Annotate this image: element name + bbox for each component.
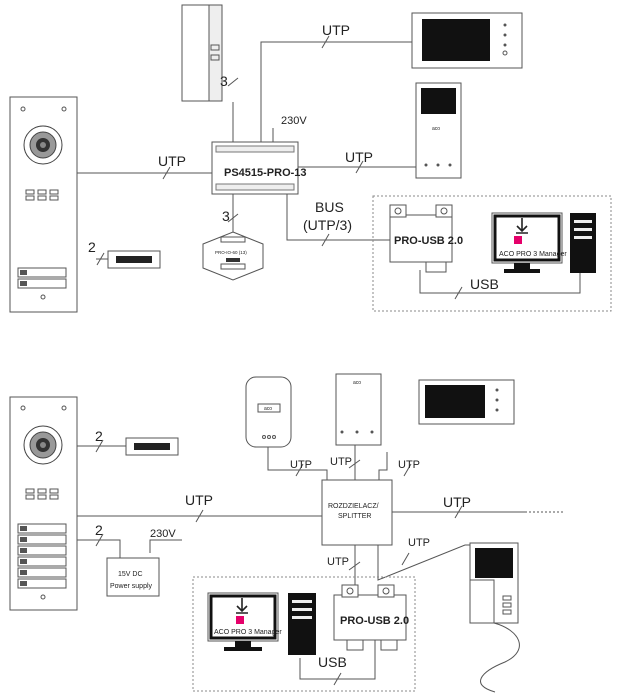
bottom-usb-label: USB bbox=[318, 654, 347, 670]
top-pro-usb bbox=[389, 204, 453, 273]
bottom-computer bbox=[207, 592, 316, 655]
top-wires bbox=[77, 35, 612, 312]
bottom-utp-hub-label: UTP bbox=[290, 459, 312, 471]
top-outdoor-panel bbox=[9, 96, 78, 313]
bottom-video-monitor bbox=[418, 379, 515, 425]
top-relay-label: PRO-IO-60 (13) bbox=[215, 250, 247, 255]
bottom-hub-brand: aco bbox=[264, 406, 272, 412]
top-indoor-brand: aco bbox=[432, 126, 440, 132]
bottom-utp-panel-label: UTP bbox=[185, 492, 213, 508]
top-utp-monitor-label: UTP bbox=[322, 22, 350, 38]
bottom-power-supply bbox=[106, 557, 160, 597]
top-computer bbox=[491, 212, 596, 273]
bottom-indoor-brand: aco bbox=[353, 380, 361, 386]
top-usb-label: USB bbox=[470, 276, 499, 292]
top-bus-type-label: (UTP/3) bbox=[303, 217, 352, 233]
bottom-psu-label: Power supply bbox=[110, 583, 153, 590]
bottom-utp-right-label: UTP bbox=[443, 494, 471, 510]
top-power-label: 230V bbox=[281, 115, 307, 127]
bottom-psu-voltage: 15V DC bbox=[118, 571, 143, 578]
top-relay-module bbox=[202, 231, 264, 281]
bottom-wires bbox=[77, 439, 565, 692]
bottom-handset-unit bbox=[469, 542, 520, 693]
top-video-monitor bbox=[411, 12, 523, 69]
top-electric-lock bbox=[107, 250, 161, 269]
top-utp-indoor-label: UTP bbox=[345, 149, 373, 165]
bottom-utp-phone-label: UTP bbox=[330, 456, 352, 468]
bottom-aco-manager-label: ACO PRO 3 Manager bbox=[214, 629, 282, 636]
bottom-electric-lock bbox=[125, 437, 179, 456]
bottom-diagram: 2 2 230V 15V DC Power supply UTP UTP UTP… bbox=[9, 373, 565, 693]
top-diagram: UTP UTP UTP 230V 3 3 2 PS4515-PRO-13 BUS… bbox=[9, 4, 612, 313]
bottom-outdoor-panel bbox=[9, 396, 78, 611]
bottom-pro-usb bbox=[333, 584, 407, 651]
top-controller bbox=[211, 141, 299, 195]
bottom-utp-monitor-label: UTP bbox=[398, 459, 420, 471]
top-count-relay: 3 bbox=[222, 208, 230, 224]
top-count-lock-module: 3 bbox=[220, 73, 228, 89]
bottom-count-lock: 2 bbox=[95, 428, 103, 444]
top-count-lock: 2 bbox=[88, 239, 96, 255]
top-utp-panel-label: UTP bbox=[158, 153, 186, 169]
bottom-splitter-label-en: SPLITTER bbox=[338, 513, 371, 520]
top-pro-usb-label: PRO-USB 2.0 bbox=[394, 235, 463, 247]
bottom-indoor-phone bbox=[335, 373, 382, 446]
bottom-pro-usb-label: PRO-USB 2.0 bbox=[340, 615, 409, 627]
top-lock-module bbox=[181, 4, 223, 102]
bottom-count-psu: 2 bbox=[95, 522, 103, 538]
top-indoor-unit bbox=[415, 82, 462, 179]
bottom-hub-module bbox=[245, 376, 292, 448]
bottom-utp-usb-label: UTP bbox=[327, 556, 349, 568]
bottom-splitter bbox=[321, 479, 393, 546]
bottom-splitter-label: ROZDZIELACZ/ bbox=[328, 503, 379, 510]
bottom-utp-handset-label: UTP bbox=[408, 537, 430, 549]
top-aco-manager-label: ACO PRO 3 Manager bbox=[499, 251, 567, 258]
top-bus-label: BUS bbox=[315, 199, 344, 215]
top-controller-label: PS4515-PRO-13 bbox=[224, 167, 307, 179]
bottom-power-label: 230V bbox=[150, 528, 176, 540]
